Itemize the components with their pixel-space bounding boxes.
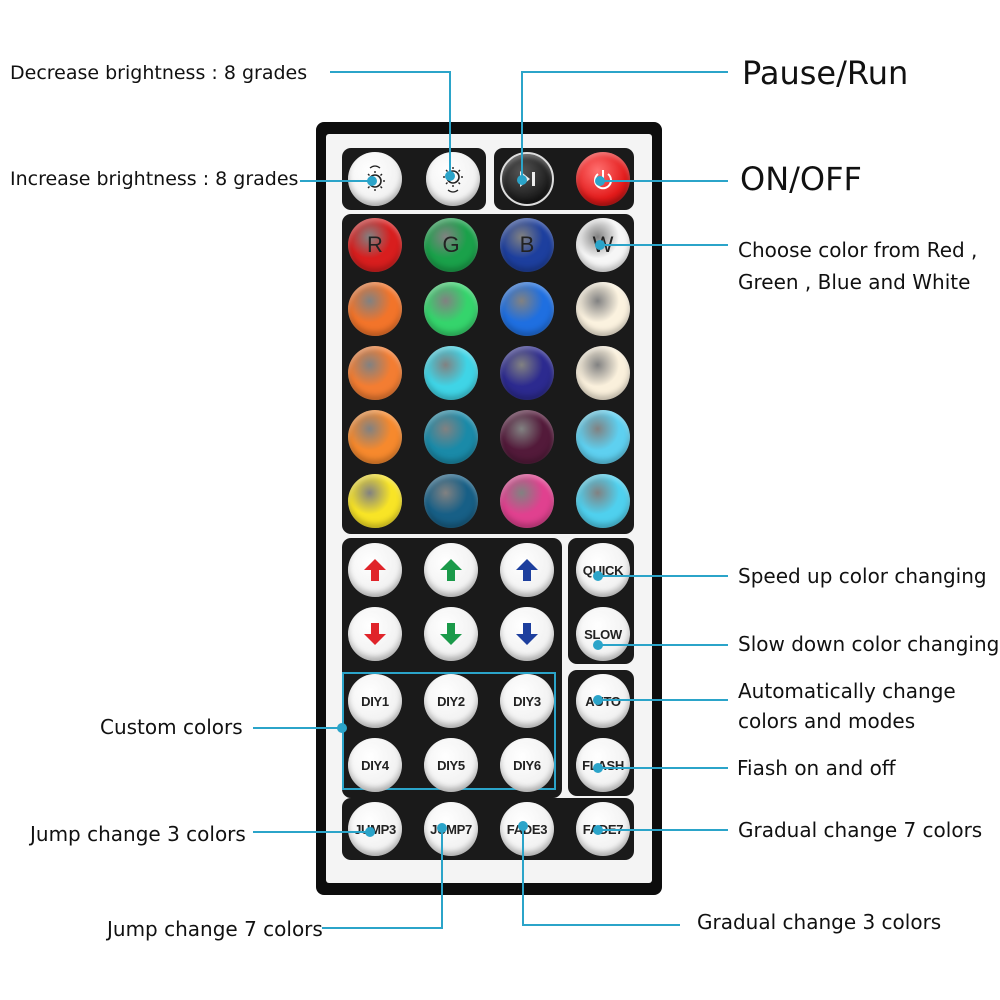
callout-dot-jump7 (437, 823, 447, 833)
color-button-r4-c3[interactable] (500, 410, 554, 464)
arrow-down-icon (440, 623, 462, 645)
diy6-label: DIY6 (513, 757, 541, 773)
arrow-down-icon (516, 623, 538, 645)
diy4-button[interactable]: DIY4 (348, 738, 402, 792)
color-button-r3-c4[interactable] (576, 346, 630, 400)
arrow-down-button-3[interactable] (500, 607, 554, 661)
callout-dot-jump3 (365, 827, 375, 837)
label-choose-color-1: Choose color from Red , (738, 238, 978, 262)
fade3-button[interactable]: FADE3 (500, 802, 554, 856)
diy5-button[interactable]: DIY5 (424, 738, 478, 792)
color-button-r3-c1[interactable] (348, 346, 402, 400)
diy2-label: DIY2 (437, 693, 465, 709)
diy5-label: DIY5 (437, 757, 465, 773)
color-button-r4-c4[interactable] (576, 410, 630, 464)
color-button-r1-c3[interactable]: B (500, 218, 554, 272)
arrow-up-button-2[interactable] (424, 543, 478, 597)
diy3-button[interactable]: DIY3 (500, 674, 554, 728)
callout-dot-pause (517, 175, 527, 185)
fade3-label: FADE3 (507, 822, 548, 837)
color-button-r2-c1[interactable] (348, 282, 402, 336)
color-button-r2-c4[interactable] (576, 282, 630, 336)
label-jump3: Jump change 3 colors (30, 822, 246, 846)
diy1-label: DIY1 (361, 693, 389, 709)
slow-button-label: SLOW (584, 626, 622, 642)
color-button-r1-c1[interactable]: R (348, 218, 402, 272)
arrow-up-icon (364, 559, 386, 581)
label-speed-up: Speed up color changing (738, 564, 987, 588)
label-pause-run: Pause/Run (742, 54, 909, 92)
flash-button[interactable]: FLASH (576, 738, 630, 792)
diy4-label: DIY4 (361, 757, 389, 773)
quick-button[interactable]: QUICK (576, 543, 630, 597)
callout-dot-decrease (445, 171, 455, 181)
color-button-r5-c1[interactable] (348, 474, 402, 528)
callout-dot-auto (593, 695, 603, 705)
slow-button[interactable]: SLOW (576, 607, 630, 661)
callout-dot-fade3 (518, 821, 528, 831)
jump7-button[interactable]: JUMP7 (424, 802, 478, 856)
label-slow-down: Slow down color changing (738, 632, 1000, 656)
color-letter-2: G (442, 232, 460, 257)
label-auto-1: Automatically change (738, 679, 956, 703)
color-letter-1: R (367, 232, 383, 257)
color-button-r2-c2[interactable] (424, 282, 478, 336)
label-fade3: Gradual change 3 colors (697, 910, 942, 934)
callout-dot-quick (593, 571, 603, 581)
arrow-down-icon (364, 623, 386, 645)
color-button-r3-c3[interactable] (500, 346, 554, 400)
arrow-up-button-1[interactable] (348, 543, 402, 597)
diy1-button[interactable]: DIY1 (348, 674, 402, 728)
callout-dot-white (595, 240, 605, 250)
label-auto-2: colors and modes (738, 709, 916, 733)
color-button-r4-c2[interactable] (424, 410, 478, 464)
diy3-label: DIY3 (513, 693, 541, 709)
label-flash: Fiash on and off (737, 756, 896, 780)
callout-dot-slow (593, 640, 603, 650)
diy2-button[interactable]: DIY2 (424, 674, 478, 728)
color-button-r5-c3[interactable] (500, 474, 554, 528)
color-button-r2-c3[interactable] (500, 282, 554, 336)
callout-dot-flash (593, 763, 603, 773)
color-button-r3-c2[interactable] (424, 346, 478, 400)
quick-button-label: QUICK (582, 562, 624, 578)
label-on-off: ON/OFF (740, 160, 862, 198)
jump3-button[interactable]: JUMP3 (348, 802, 402, 856)
arrow-down-button-2[interactable] (424, 607, 478, 661)
diy6-button[interactable]: DIY6 (500, 738, 554, 792)
color-button-r5-c2[interactable] (424, 474, 478, 528)
label-custom-colors: Custom colors (100, 715, 243, 739)
label-fade7: Gradual change 7 colors (738, 818, 983, 842)
label-decrease-brightness: Decrease brightness : 8 grades (10, 62, 308, 84)
callout-dot-increase (367, 176, 377, 186)
label-jump7: Jump change 7 colors (107, 917, 323, 941)
arrow-up-button-3[interactable] (500, 543, 554, 597)
color-button-r1-c2[interactable]: G (424, 218, 478, 272)
arrow-down-button-1[interactable] (348, 607, 402, 661)
color-button-r5-c4[interactable] (576, 474, 630, 528)
arrow-up-icon (516, 559, 538, 581)
callout-dot-power (595, 176, 605, 186)
callout-dot-fade7 (593, 825, 603, 835)
color-letter-3: B (519, 232, 535, 257)
label-choose-color-2: Green , Blue and White (738, 270, 971, 294)
power-button[interactable] (576, 152, 630, 206)
label-increase-brightness: Increase brightness : 8 grades (10, 168, 299, 190)
color-button-r4-c1[interactable] (348, 410, 402, 464)
callout-dot-custom (337, 723, 347, 733)
arrow-up-icon (440, 559, 462, 581)
